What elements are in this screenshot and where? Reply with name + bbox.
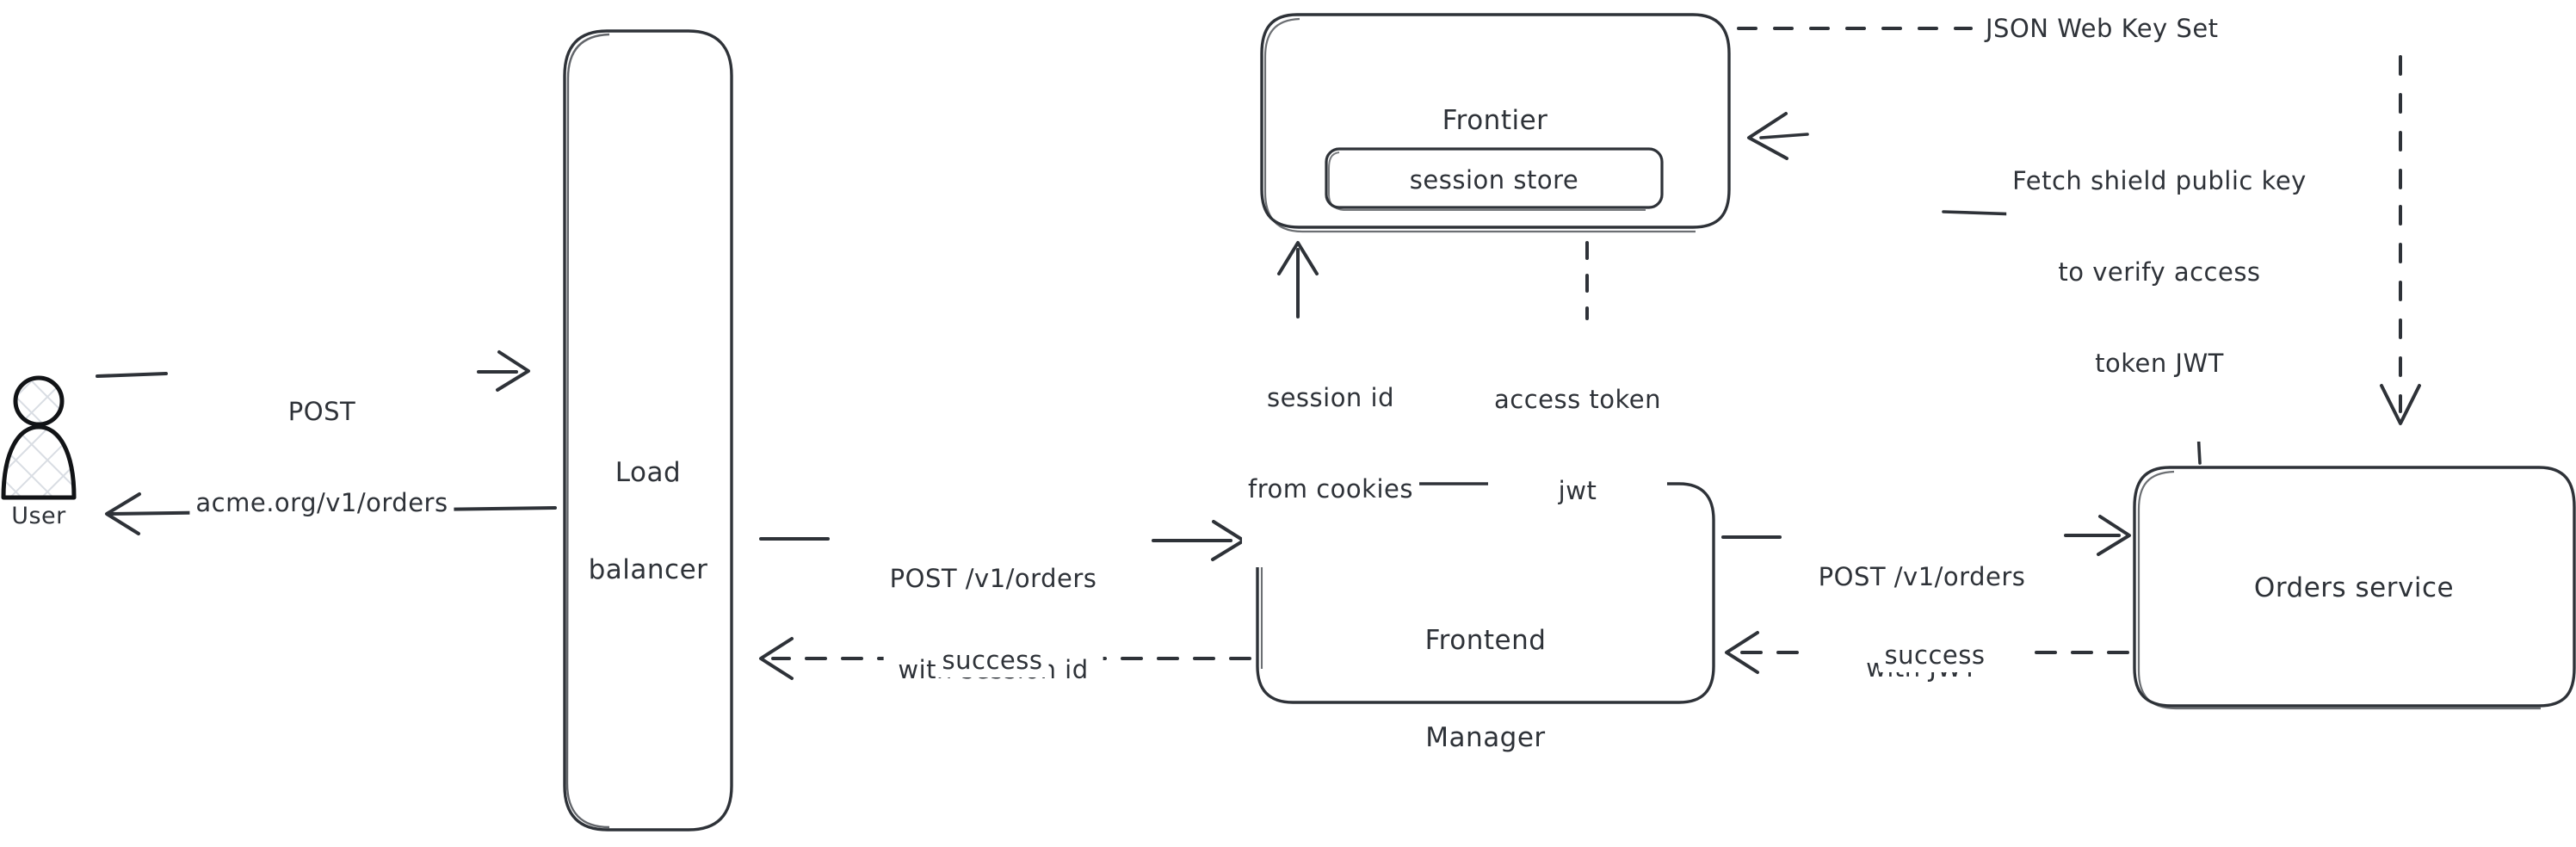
edge-user-to-load-balancer[interactable] bbox=[96, 350, 530, 392]
edge-frontend-manager-to-load-balancer-success[interactable] bbox=[759, 637, 1251, 680]
edge-frontend-manager-to-orders-service[interactable] bbox=[1721, 515, 2131, 556]
edge-orders-service-to-frontend-manager-success[interactable] bbox=[1725, 631, 2129, 674]
edge-load-balancer-to-frontend-manager[interactable] bbox=[759, 520, 1245, 561]
node-orders-service-shape[interactable] bbox=[2133, 466, 2576, 710]
edge-frontier-to-frontend-manager[interactable] bbox=[1566, 241, 1608, 480]
edge-frontier-to-orders-service-jwks[interactable] bbox=[1737, 27, 2421, 425]
node-frontend-manager-shape[interactable] bbox=[1256, 482, 1715, 704]
edge-frontend-manager-to-frontier[interactable] bbox=[1277, 241, 1319, 479]
user-actor-icon bbox=[1, 375, 77, 500]
node-session-store-shape[interactable] bbox=[1325, 147, 1664, 211]
edge-load-balancer-to-user[interactable] bbox=[105, 492, 557, 535]
edge-orders-service-to-frontier-fetch[interactable] bbox=[1747, 112, 2207, 465]
node-load-balancer-shape[interactable] bbox=[563, 29, 733, 832]
